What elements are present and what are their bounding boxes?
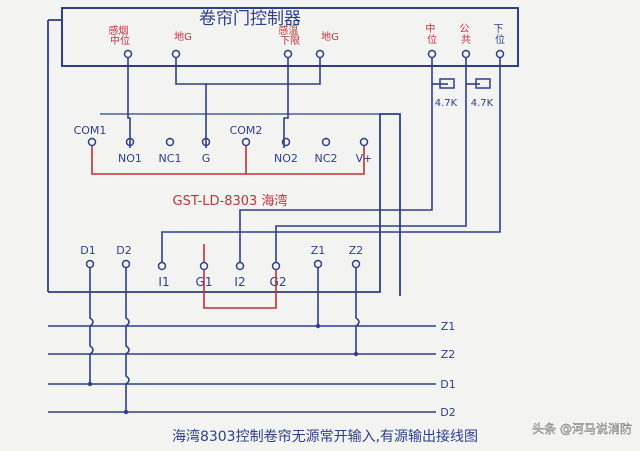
- drop-d1: [89, 268, 94, 384]
- common-line1: 公: [459, 24, 469, 35]
- red-jumper-g1-g2: [203, 270, 277, 309]
- mid-line2: 位: [427, 33, 437, 46]
- controller-box: [61, 7, 519, 67]
- module-top-terminals: COM1 NO1 NC1 G COM2 NO2 NC2 V+: [74, 124, 373, 165]
- wire-ground-to-g: [175, 58, 207, 148]
- junction-z1: [315, 323, 321, 329]
- terminal-down: [495, 49, 505, 59]
- bus-z1-label: Z1: [441, 320, 456, 333]
- bus-d2-label: D2: [440, 406, 455, 419]
- controller-terminals: [123, 49, 505, 59]
- wire-smoke-to-no1: [127, 58, 131, 148]
- ground-left-label: 地G: [174, 30, 192, 43]
- down-label: 下 位: [493, 24, 506, 46]
- wire-common-to-g2: [275, 58, 467, 262]
- terminal-mid: [427, 49, 437, 59]
- junction-d1: [87, 381, 93, 387]
- terminal-z2: [351, 259, 361, 269]
- watermark: 头条 @河马说消防: [532, 421, 632, 436]
- terminal-no1: [125, 137, 135, 147]
- wire-temp-to-no2: [283, 58, 289, 148]
- d1-label: D1: [80, 244, 95, 257]
- g-label: G: [202, 152, 211, 165]
- mid-label: 中 位: [425, 22, 438, 46]
- i1-label: I1: [158, 275, 169, 289]
- terminal-g: [201, 137, 211, 147]
- bus-z2-label: Z2: [441, 348, 456, 361]
- terminal-vplus: [359, 137, 369, 147]
- terminal-nc2: [321, 137, 331, 147]
- terminal-com2: [241, 137, 251, 147]
- temp-down-line2: 下限: [280, 35, 300, 47]
- red-jumper-com: [91, 146, 365, 175]
- z2-terminal-label: Z2: [349, 244, 364, 257]
- resistor-right-label: 4.7K: [471, 98, 494, 109]
- terminal-i1: [157, 261, 167, 271]
- terminal-z1: [313, 259, 323, 269]
- module-bottom-terminals: D1 D2 I1 G1 I2 G2 Z1 Z2: [80, 244, 363, 289]
- terminal-d1: [85, 259, 95, 269]
- mid-line1: 中: [425, 22, 435, 35]
- terminal-common: [461, 49, 471, 59]
- terminal-com1: [87, 137, 97, 147]
- d2-label: D2: [116, 244, 131, 257]
- controller-wires: [127, 58, 501, 262]
- i2-label: I2: [234, 275, 245, 289]
- nc1-label: NC1: [159, 152, 182, 165]
- bus-lines: [48, 268, 436, 413]
- terminal-nc1: [165, 137, 175, 147]
- smoke-mid-line1: 感烟: [108, 24, 128, 37]
- no1-label: NO1: [118, 152, 142, 165]
- drop-d2: [125, 268, 130, 412]
- smoke-mid-line2: 中位: [110, 34, 130, 47]
- terminal-ground-right: [315, 49, 325, 59]
- wire-mid-to-i2: [239, 58, 433, 262]
- terminal-g2: [271, 261, 281, 271]
- terminal-no2: [281, 137, 291, 147]
- g2-label: G2: [270, 275, 287, 289]
- com1-label: COM1: [74, 124, 107, 137]
- common-line2: 共: [461, 34, 471, 46]
- com2-label: COM2: [230, 124, 263, 137]
- common-label: 公 共: [459, 24, 472, 46]
- temp-down-label: 感温 下限: [278, 24, 301, 47]
- smoke-mid-label: 感烟 中位: [108, 24, 131, 47]
- wire-ground-right-join: [206, 58, 321, 85]
- bus-d1-label: D1: [440, 378, 455, 391]
- z1-terminal-label: Z1: [311, 244, 326, 257]
- controller-title: 卷帘门控制器: [199, 9, 301, 29]
- junction-d2: [123, 409, 129, 415]
- resistor-right: [475, 78, 491, 89]
- nc2-label: NC2: [315, 152, 338, 165]
- terminal-temp-down: [283, 49, 293, 59]
- terminal-d2: [121, 259, 131, 269]
- terminal-ground-left: [171, 49, 181, 59]
- resistor-left-label: 4.7K: [435, 98, 458, 109]
- ground-right-label: 地G: [321, 30, 339, 43]
- no2-label: NO2: [274, 152, 298, 165]
- down-line1: 下: [493, 24, 503, 35]
- module-name: GST-LD-8303 海湾: [173, 193, 288, 209]
- drop-z2: [355, 268, 360, 354]
- terminal-i2: [235, 261, 245, 271]
- temp-down-line1: 感温: [278, 24, 298, 37]
- down-line2: 位: [495, 33, 505, 46]
- junction-z2: [353, 351, 359, 357]
- resistor-left: [439, 78, 455, 89]
- wire-down-to-i1: [161, 58, 501, 262]
- diagram-caption: 海湾8303控制卷帘无源常开输入,有源输出接线图: [172, 428, 478, 445]
- terminal-g1: [199, 261, 209, 271]
- terminal-smoke-mid: [123, 49, 133, 59]
